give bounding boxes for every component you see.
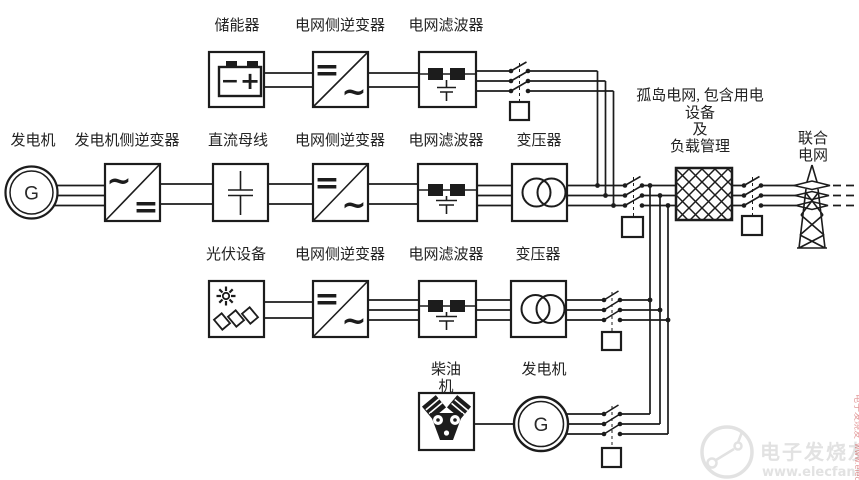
ac-symbol: ~ <box>106 164 131 199</box>
svg-text:www.elecfans.com: www.elecfans.com <box>853 443 859 480</box>
transformer-main <box>510 162 569 223</box>
label-transformer-3: 变压器 <box>515 246 560 263</box>
label-filter-1: 电网滤波器 <box>408 17 483 34</box>
diesel-engine-icon <box>421 395 472 440</box>
sun-icon <box>216 286 236 306</box>
svg-text:负载管理: 负载管理 <box>670 138 730 155</box>
svg-text:孤岛电网, 包含用电: 孤岛电网, 包含用电 <box>636 87 764 104</box>
ac-symbol: ~ <box>341 188 366 223</box>
dc-symbol: = <box>314 166 339 201</box>
breaker-control-box <box>600 330 623 352</box>
breaker-control-box <box>600 446 623 469</box>
generator-diesel: G <box>512 395 570 453</box>
svg-text:电网: 电网 <box>798 147 828 164</box>
label-gen-inverter: 发电机侧逆变器 <box>74 132 179 149</box>
svg-text:设备: 设备 <box>685 105 715 122</box>
label-utility-grid: 联合 电网 <box>798 130 828 164</box>
inverter-grid-pv: = ~ <box>311 279 370 339</box>
svg-text:电子发烧友: 电子发烧友 <box>852 394 859 439</box>
battery-plus: + <box>240 67 260 95</box>
breaker-diesel <box>600 404 623 469</box>
ac-symbol: ~ <box>341 304 366 339</box>
breaker-control-box <box>740 214 764 237</box>
diesel-box <box>417 391 476 452</box>
transformer-pv <box>509 279 568 339</box>
label-filter-2: 电网滤波器 <box>408 132 483 149</box>
label-generator-main: 发电机 <box>10 132 55 149</box>
label-filter-3: 电网滤波器 <box>408 246 483 263</box>
label-pv: 光伏设备 <box>206 246 266 263</box>
watermark-url: www.elecfans.com <box>762 465 859 480</box>
dc-symbol: = <box>314 282 339 317</box>
junction-dot <box>595 183 671 323</box>
inverter-grid-main: = ~ <box>311 162 370 223</box>
label-generator-diesel: 发电机 <box>521 361 566 378</box>
label-storage: 储能器 <box>214 17 259 34</box>
watermark-side: 电子发烧友 www.elecfans.com <box>852 394 859 480</box>
dc-symbol: = <box>314 53 339 88</box>
watermark-logo-icon <box>700 425 754 479</box>
breaker-control-box <box>508 100 531 122</box>
label-grid-inverter-2: 电网侧逆变器 <box>295 132 385 149</box>
label-transformer-2: 变压器 <box>516 132 561 149</box>
label-diesel-2: 机 <box>438 378 453 395</box>
svg-text:及: 及 <box>692 122 707 138</box>
ac-symbol: ~ <box>341 75 366 110</box>
filter-main <box>416 162 479 223</box>
filter-pv <box>417 279 478 339</box>
filter-storage <box>417 50 478 109</box>
utility-tower-icon <box>793 164 831 249</box>
generator-symbol: G <box>24 184 39 205</box>
inverter-storage: = ~ <box>311 50 370 110</box>
component-labels: 储能器 电网侧逆变器 电网滤波器 发电机 发电机侧逆变器 直流母线 电网侧逆变器… <box>10 17 828 395</box>
dc-bus-box <box>211 162 270 223</box>
inverter-generator-side: ~ = <box>103 162 162 225</box>
solar-panel-icon <box>212 306 260 331</box>
watermark-brand: 电子发烧友 <box>760 440 859 464</box>
breaker-utility <box>740 175 764 237</box>
breaker-pv <box>600 290 623 352</box>
battery-minus: − <box>221 69 239 94</box>
generator-symbol: G <box>534 415 549 436</box>
battery-box: − + <box>207 50 266 109</box>
breaker-storage <box>508 61 531 122</box>
generator-main: G <box>4 165 59 220</box>
label-island-grid: 孤岛电网, 包含用电 设备 及 负载管理 <box>636 87 764 155</box>
capacitor-icon <box>228 171 253 215</box>
island-grid-box <box>674 166 734 222</box>
label-dc-bus: 直流母线 <box>208 132 268 149</box>
pv-box <box>207 279 266 339</box>
label-grid-inverter-1: 电网侧逆变器 <box>295 17 385 34</box>
battery-icon: − + <box>217 61 263 98</box>
watermark: 电子发烧友 www.elecfans.com 电子发烧友 www.elecfan… <box>700 394 859 480</box>
label-grid-inverter-3: 电网侧逆变器 <box>295 246 385 263</box>
breaker-control-box <box>620 215 645 239</box>
breaker-main <box>620 175 645 239</box>
dc-symbol: = <box>133 190 158 225</box>
svg-text:联合: 联合 <box>798 130 828 147</box>
label-diesel-1: 柴油 <box>431 361 461 378</box>
